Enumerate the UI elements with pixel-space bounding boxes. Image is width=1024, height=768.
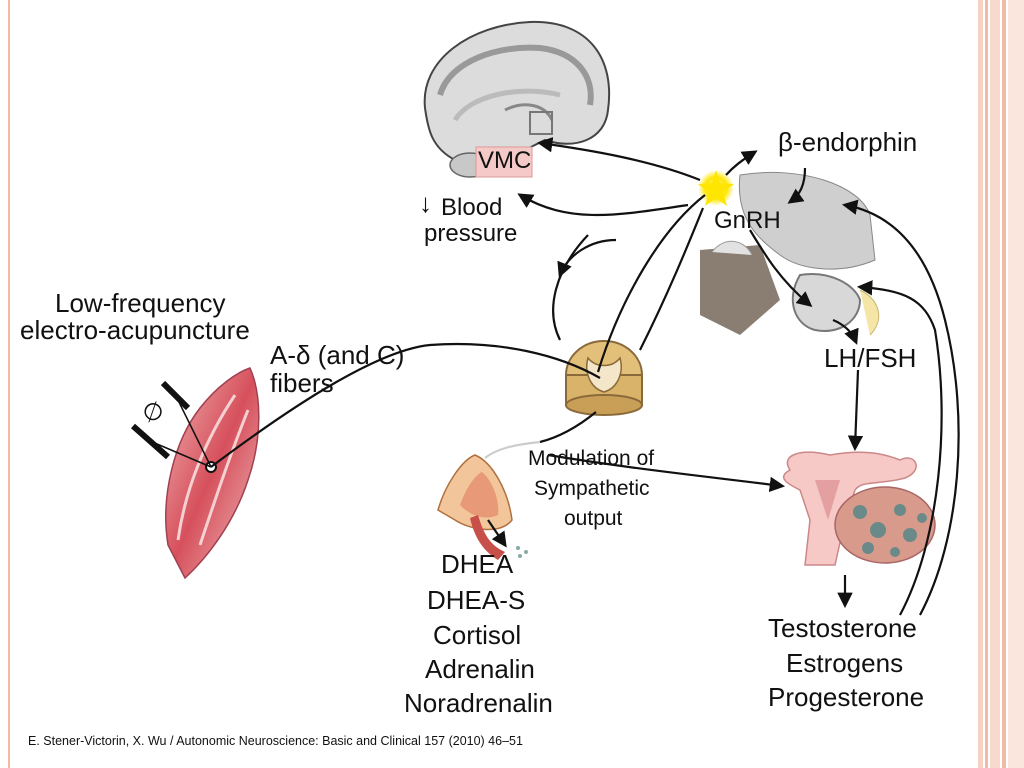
adrenal-hormone-adrenalin: Adrenalin: [425, 654, 535, 684]
arrow-modulation: [547, 453, 786, 493]
blood-pressure-label-line2: pressure: [424, 220, 518, 247]
arrow-to-endorphin: [725, 150, 758, 176]
fibers-label-line2: fibers: [270, 368, 334, 398]
blood-pressure-down-arrow: ↓: [419, 188, 432, 218]
stimulation-label-line1: Low-frequency: [55, 288, 226, 318]
feedback-arrow-2: [856, 280, 943, 616]
pathway-arrows: [210, 137, 960, 616]
pituitary-illustration: [700, 171, 880, 336]
arrow-to-blood-pressure: [517, 193, 689, 217]
fibers-label-line1: A-δ (and C): [270, 340, 405, 370]
arrow-to-ovary: [847, 369, 864, 452]
activation-star-icon: [698, 170, 734, 206]
afferent-line: [210, 342, 601, 468]
beta-endorphin-label: β-endorphin: [778, 127, 918, 157]
spinal-cord-illustration: [565, 340, 643, 416]
blood-pressure-label-line1: Blood: [441, 194, 503, 221]
ovarian-hormone-testosterone: Testosterone: [768, 613, 917, 643]
adrenal-gland-illustration: [437, 454, 528, 560]
stimulation-label-line2: electro-acupuncture: [20, 315, 250, 345]
vmc-box: [475, 146, 533, 178]
adrenal-hormone-cortisol: Cortisol: [433, 620, 522, 650]
lh-fsh-label: LH/FSH: [824, 343, 917, 373]
vmc-label: VMC: [478, 147, 532, 174]
feedback-arrow-1: [841, 199, 960, 616]
gnrh-label: GnRH: [714, 207, 781, 234]
modulation-label-line2: Sympathetic: [534, 477, 650, 500]
spinal-to-hypothalamus-line: [596, 194, 706, 373]
modulation-label-line3: output: [564, 507, 623, 530]
adrenal-hormone-noradrenalin: Noradrenalin: [404, 688, 553, 718]
slide-left-border: [8, 0, 10, 768]
descending-line-1: [552, 234, 589, 341]
ovarian-hormone-progesterone: Progesterone: [768, 682, 925, 712]
arrow-to-vmc: [536, 137, 701, 182]
electrode-icon: [131, 380, 212, 468]
adrenal-hormone-dhea: DHEA: [441, 549, 514, 579]
uterus-ovary-illustration: [783, 451, 936, 566]
descending-line-2: [639, 207, 705, 351]
slide-right-stripes: [978, 0, 1024, 768]
modulation-label-line1: Modulation of: [528, 447, 655, 470]
adrenal-hormone-dhea-s: DHEA-S: [427, 585, 526, 615]
citation-caption: E. Stener-Victorin, X. Wu / Autonomic Ne…: [28, 734, 523, 748]
ovarian-hormone-estrogens: Estrogens: [786, 648, 904, 678]
